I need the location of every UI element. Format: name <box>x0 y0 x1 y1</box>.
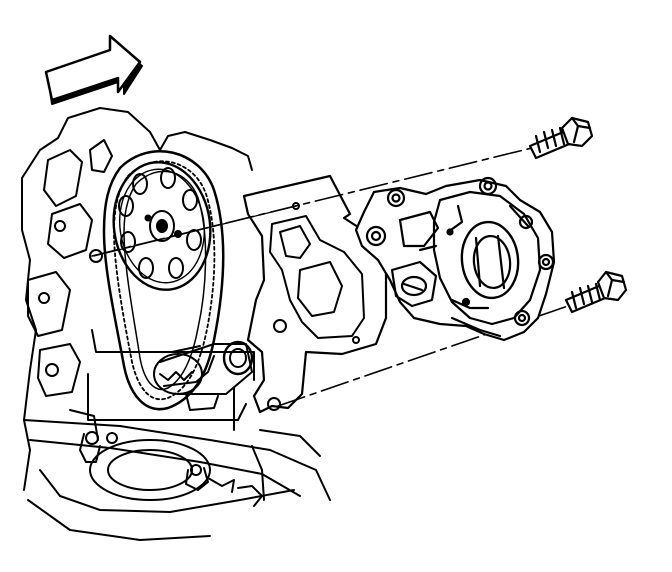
front-cover-gasket <box>242 174 388 414</box>
timing-chain <box>102 150 225 411</box>
camshaft-sprocket <box>112 161 212 291</box>
upper-bolt <box>528 116 594 160</box>
crankshaft-sprocket <box>153 340 254 411</box>
direction-arrow <box>44 34 143 105</box>
lower-bolt <box>564 270 628 314</box>
oil-pump <box>354 176 556 342</box>
engine-block <box>21 107 331 541</box>
